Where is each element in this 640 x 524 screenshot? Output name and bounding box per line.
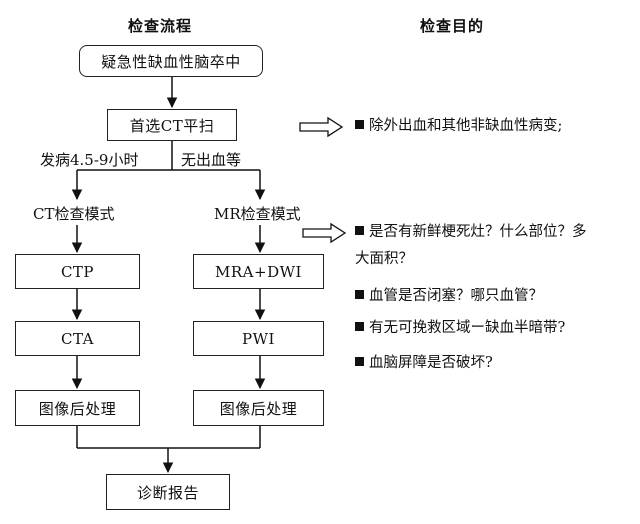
square-bullet-icon [355,357,364,366]
square-bullet-icon [355,226,364,235]
square-bullet-icon [355,120,364,129]
cta-box: CTA [15,321,140,356]
start-box: 疑急性缺血性脑卒中 [79,45,263,77]
square-bullet-icon [355,322,364,331]
square-bullet-icon [355,290,364,299]
report-box: 诊断报告 [106,474,230,510]
hollow-arrow-icon [302,222,347,244]
post-processing-left-box: 图像后处理 [15,390,140,426]
post-processing-right-box: 图像后处理 [193,390,324,426]
mr-purpose-item: 血管是否闭塞？哪只血管？ [355,283,543,310]
flow-header: 检查流程 [128,17,193,35]
hollow-arrow-icon [299,116,344,138]
ctp-box: CTP [15,254,140,289]
mr-purpose-item-continued: 大面积？ [355,251,413,267]
branch-right-label: 无出血等 [181,151,242,169]
purpose-header: 检查目的 [420,17,485,35]
branch-left-label: 发病4.5-9小时 [40,151,139,169]
mr-mode-label: MR检查模式 [214,205,301,223]
pwi-box: PWI [193,321,324,356]
mr-purpose-item: 是否有新鲜梗死灶？什么部位？多 [355,219,587,246]
ct-purpose-item: 除外出血和其他非缺血性病变; [355,113,562,140]
mr-purpose-item: 血脑屏障是否破坏? [355,350,493,377]
ct-mode-label: CT检查模式 [33,205,115,223]
mr-purpose-item: 有无可挽救区域ー缺血半暗带? [355,315,565,342]
ct-plain-scan-box: 首选CT平扫 [107,109,237,141]
mra-dwi-box: MRA+DWI [193,254,324,289]
